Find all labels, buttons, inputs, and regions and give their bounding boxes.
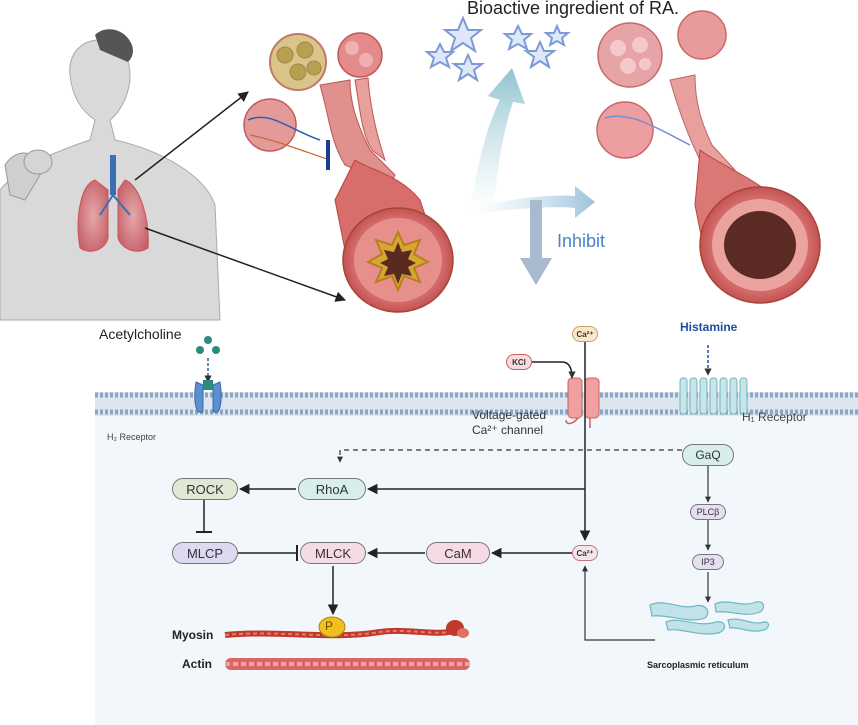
inhibit-label: Inhibit [557, 231, 605, 251]
phosphate-label: P [325, 619, 334, 633]
header-title: Bioactive ingredient of RA. [467, 0, 679, 18]
callout-arrow-bronchus [144, 227, 346, 302]
callout-arrow-alveoli [134, 91, 249, 181]
h1-receptor-label: H₁ Receptor [742, 410, 807, 424]
acetylcholine-label: Acetylcholine [99, 326, 182, 342]
h2-receptor-label: H₂ Receptor [107, 432, 157, 442]
h1-receptor-icon [679, 377, 748, 415]
kcl-node: KCl [506, 354, 532, 370]
actin-label: Actin [182, 657, 212, 671]
cam-node: CaM [426, 542, 490, 564]
plcb-node: PLCβ [690, 504, 726, 520]
histamine-label: Histamine [680, 320, 738, 334]
phosphate-badge [318, 616, 346, 638]
actin-filament-icon [225, 658, 470, 670]
fist-icon [23, 149, 53, 175]
relaxed-airway-illustration [596, 10, 821, 304]
voltage-gated-label-1: Voltage-gated [472, 408, 547, 422]
mlcp-node: MLCP [172, 542, 238, 564]
sr-to-ca-arrow [582, 565, 655, 641]
alveoli-cluster-icon [243, 32, 383, 170]
sarcoplasmic-reticulum-label: Sarcoplasmic reticulum [647, 660, 749, 670]
inhibit-down-arrow [520, 200, 552, 285]
acetylcholine-molecules-icon [196, 336, 220, 354]
gaq-node: GaQ [682, 444, 734, 466]
constricted-airway-illustration [243, 32, 454, 313]
mlck-node: MLCK [300, 542, 366, 564]
ca-ion-top-node: Ca²⁺ [572, 326, 598, 342]
ca-ion-node: Ca²⁺ [572, 545, 598, 561]
rhoa-node: RhoA [298, 478, 366, 500]
voltage-gated-label-2: Ca²⁺ channel [472, 423, 544, 437]
mlcp-inhibits-mlck [237, 545, 298, 561]
gaq-to-rhoa-dashed-arrow [337, 449, 682, 463]
sarcoplasmic-reticulum-icon [649, 601, 770, 635]
lungs-icon [77, 155, 149, 252]
rock-inhibits-mlcp [196, 500, 212, 533]
myosin-filament-icon [224, 620, 469, 639]
upward-curved-arrow [470, 68, 525, 210]
h2-receptor-icon [194, 380, 222, 413]
rock-node: ROCK [172, 478, 238, 500]
kcl-arrow [532, 361, 576, 379]
myosin-label: Myosin [172, 628, 214, 642]
ip3-node: IP3 [692, 554, 724, 570]
bioactive-molecules-icon [424, 15, 571, 83]
voltage-gated-channel-icon [565, 377, 600, 428]
human-figure-icon [0, 29, 221, 321]
